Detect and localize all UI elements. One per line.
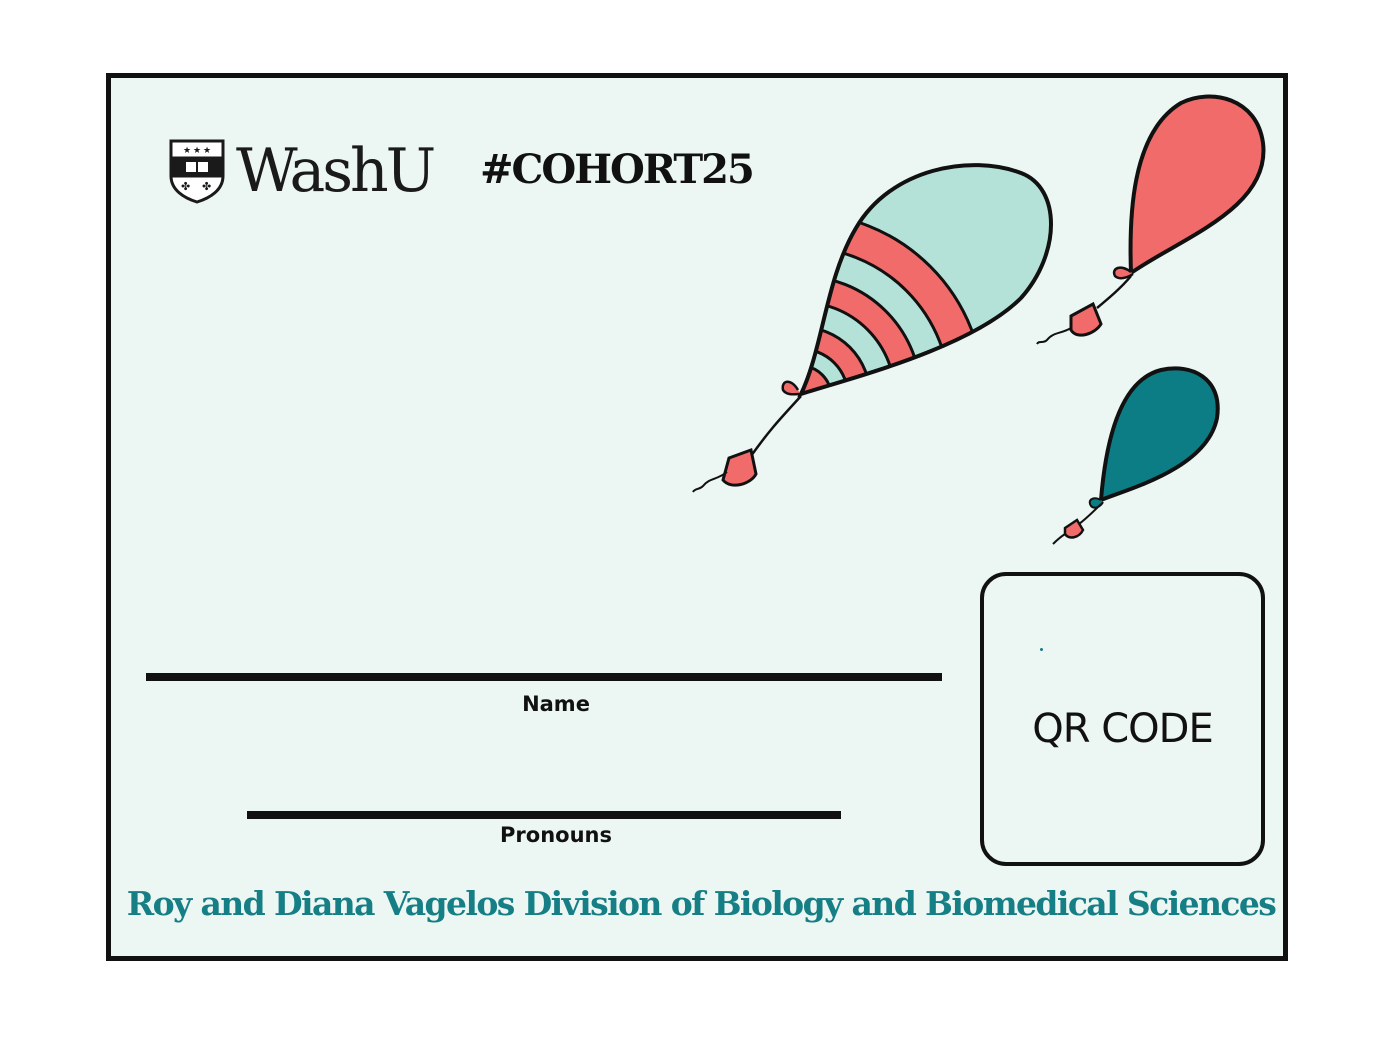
coral-balloon-icon xyxy=(1036,94,1266,345)
name-badge-card: ★ ★ ★ ✤ ✤ WashU #COHORT25 xyxy=(106,73,1288,961)
svg-text:✤: ✤ xyxy=(181,180,190,193)
pronouns-label: Pronouns xyxy=(500,823,612,847)
washu-logo: ★ ★ ★ ✤ ✤ WashU xyxy=(168,136,436,206)
qr-dot xyxy=(1040,648,1043,651)
svg-text:★: ★ xyxy=(203,146,211,156)
division-name: Roy and Diana Vagelos Division of Biolog… xyxy=(126,884,1277,923)
qr-code-placeholder: QR CODE xyxy=(980,572,1265,866)
striped-balloon-icon xyxy=(692,163,1053,493)
cohort-hashtag: #COHORT25 xyxy=(480,146,755,193)
svg-text:★: ★ xyxy=(183,146,191,156)
svg-text:✤: ✤ xyxy=(202,180,211,193)
name-underline xyxy=(146,673,942,681)
pronouns-underline xyxy=(247,811,841,819)
svg-text:★: ★ xyxy=(193,146,201,156)
teal-balloon-icon xyxy=(1052,366,1220,545)
name-label: Name xyxy=(522,692,590,716)
logo-wordmark: WashU xyxy=(236,136,436,206)
qr-code-label: QR CODE xyxy=(1032,706,1213,752)
shield-crest-icon: ★ ★ ★ ✤ ✤ xyxy=(169,139,225,204)
